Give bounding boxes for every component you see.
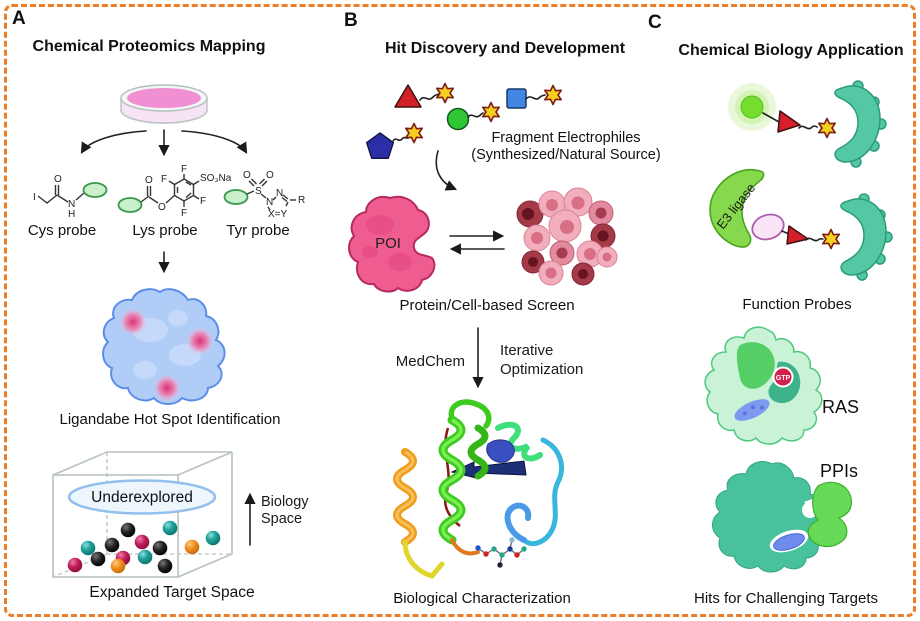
pentagon-fragment — [365, 132, 395, 160]
atom-label: S — [255, 186, 262, 197]
probe-label: Cys probe — [27, 222, 97, 239]
atom-label: H — [68, 209, 75, 220]
expanded-target-caption: Expanded Target Space — [89, 584, 255, 601]
atom-label: N — [68, 199, 75, 210]
branch-arrows-icon — [80, 129, 248, 157]
down-arrow-icon — [158, 251, 170, 274]
biological-characterization-caption: Biological Characterization — [393, 590, 571, 607]
circle-fragment — [446, 107, 470, 131]
fragment-electrophiles-icon — [365, 82, 563, 160]
probe-label: Tyr probe — [226, 222, 290, 239]
function-probes-caption: Function Probes — [742, 296, 852, 313]
atom-label: N — [266, 197, 273, 208]
tyr-probe-structure: S O O N N R X=Y — [223, 170, 305, 220]
ligand-ball-stick — [475, 537, 527, 568]
hotspot — [153, 374, 181, 402]
underexplored-label: Underexplored — [91, 489, 193, 506]
atom-label: F — [181, 208, 187, 219]
screen-caption: Protein/Cell-based Screen — [399, 297, 575, 314]
atom-label: SO₃Na — [200, 173, 232, 184]
ras-label: RAS — [822, 397, 860, 417]
atom-label: O — [145, 175, 153, 186]
atom-label: O — [266, 170, 274, 181]
warhead-star-icon — [817, 117, 837, 139]
ppis-label: PPIs — [820, 461, 859, 481]
fragments-caption: Fragment Electrophiles (Synthesized/Natu… — [471, 130, 661, 163]
hotspot — [186, 327, 214, 355]
warhead-star-icon — [543, 84, 563, 106]
poi-label: POI — [375, 235, 401, 252]
atom-label: X=Y — [268, 209, 288, 220]
lys-probe-structure: O O F F SO₃Na F F — [117, 164, 232, 219]
medchem-arrow-icon — [472, 327, 484, 389]
hotspot — [119, 308, 147, 336]
warhead-star-icon — [481, 101, 501, 123]
probe-structures: I O N H O O F F SO₃Na F F S O — [33, 164, 305, 220]
cell-cluster-icon — [516, 187, 618, 286]
iterative-optimization-label: Iterative Optimization — [500, 342, 584, 378]
triangle-fragment — [394, 84, 422, 108]
atom-label: F — [200, 196, 206, 207]
hotspot-caption: Ligandabe Hot Spot Identification — [59, 411, 281, 428]
atom-label: O — [54, 174, 62, 185]
function-probe-icon — [728, 80, 887, 168]
panel-b-label: B — [344, 10, 358, 31]
atom-label: I — [33, 192, 36, 203]
gtp-label: GTP — [776, 375, 791, 382]
degrader-probe-icon: E3 ligase — [709, 168, 893, 281]
atom-label: N — [276, 188, 283, 199]
warhead-star-icon — [821, 228, 841, 250]
warhead-star-icon — [435, 82, 455, 104]
ras-protein-icon: GTP — [704, 326, 823, 445]
hits-caption: Hits for Challenging Targets — [694, 590, 878, 607]
triangle-fragment — [786, 225, 809, 245]
panel-b-title: Hit Discovery and Development — [384, 40, 626, 57]
target-protein-crescent-icon — [834, 80, 887, 168]
target-protein-crescent-icon — [840, 193, 893, 281]
panel-a-title: Chemical Proteomics Mapping — [32, 38, 266, 55]
warhead-star-icon — [404, 122, 424, 144]
atom-label: R — [298, 195, 305, 206]
cys-probe-structure: I O N H — [33, 174, 108, 220]
atom-label: O — [243, 170, 251, 181]
target-space-cube-icon: Underexplored — [52, 451, 256, 578]
atom-label: F — [181, 164, 187, 175]
square-fragment — [506, 88, 527, 109]
gtp-icon — [772, 366, 794, 388]
figure-border — [4, 4, 916, 617]
ligand-oval-icon — [751, 213, 785, 241]
panel-c-title: Chemical Biology Application — [678, 42, 904, 59]
ppi-complex-icon — [712, 461, 852, 573]
curved-arrow-icon — [435, 150, 458, 191]
triangle-fragment — [777, 110, 801, 133]
protein-hotspot-icon — [102, 288, 226, 405]
probe-label: Lys probe — [132, 222, 198, 239]
protein-ribbon-icon — [393, 399, 564, 579]
medchem-label: MedChem — [395, 353, 465, 370]
target-spheres — [67, 520, 221, 574]
panel-c-label: C — [648, 12, 662, 33]
biology-space-label: Biology Space — [261, 494, 309, 527]
petri-dish-icon — [120, 84, 208, 124]
equilibrium-arrows-icon — [449, 230, 505, 255]
e3-ligase-icon — [709, 168, 765, 248]
atom-label: F — [161, 174, 167, 185]
atom-label: O — [158, 202, 166, 213]
panel-a-label: A — [12, 8, 26, 29]
poi-protein-icon: POI — [348, 195, 436, 293]
